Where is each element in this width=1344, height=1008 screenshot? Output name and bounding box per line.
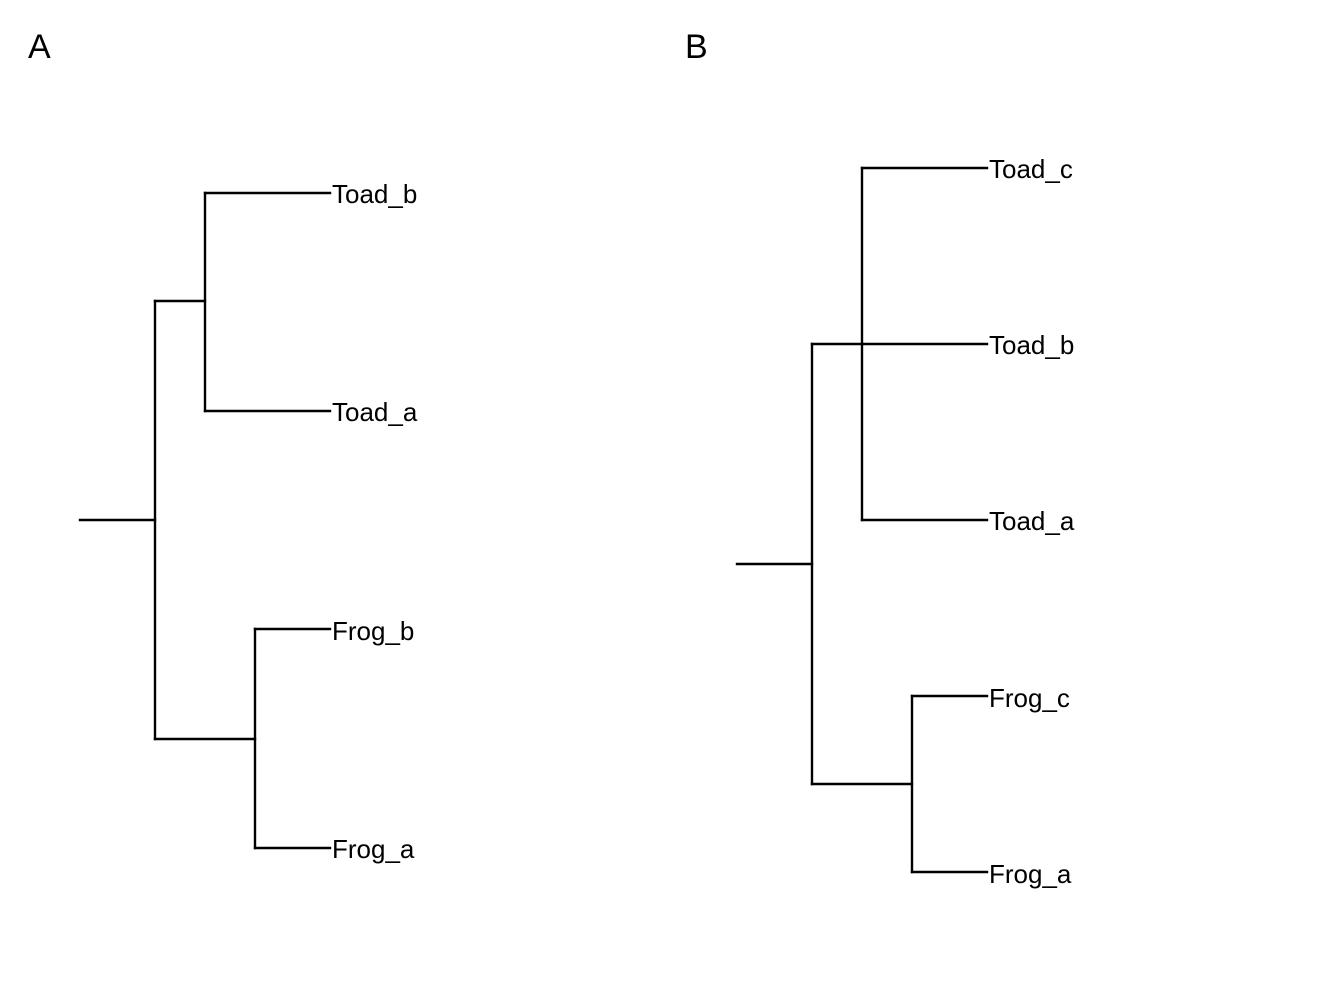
- panel-b-label: B: [685, 28, 708, 66]
- panel-a-tip-label-frog-a: Frog_a: [332, 834, 415, 864]
- panel-b-tip-label-frog-c: Frog_c: [989, 683, 1070, 713]
- panel-a-tip-label-toad-b: Toad_b: [332, 179, 417, 209]
- panel-b: B Toad_c Toad_b Toad_a Frog_c Frog_a: [685, 28, 1075, 889]
- panel-b-tip-label-frog-a: Frog_a: [989, 859, 1072, 889]
- panel-a-label: A: [28, 28, 51, 66]
- panel-a-tip-label-frog-b: Frog_b: [332, 616, 414, 646]
- panel-b-tip-label-toad-a: Toad_a: [989, 506, 1075, 536]
- panel-a: A Toad_b Toad_a Frog_b Frog_a: [28, 28, 418, 864]
- panel-b-tip-label-toad-b: Toad_b: [989, 330, 1074, 360]
- panel-b-tip-label-toad-c: Toad_c: [989, 154, 1073, 184]
- panel-a-tip-label-toad-a: Toad_a: [332, 397, 418, 427]
